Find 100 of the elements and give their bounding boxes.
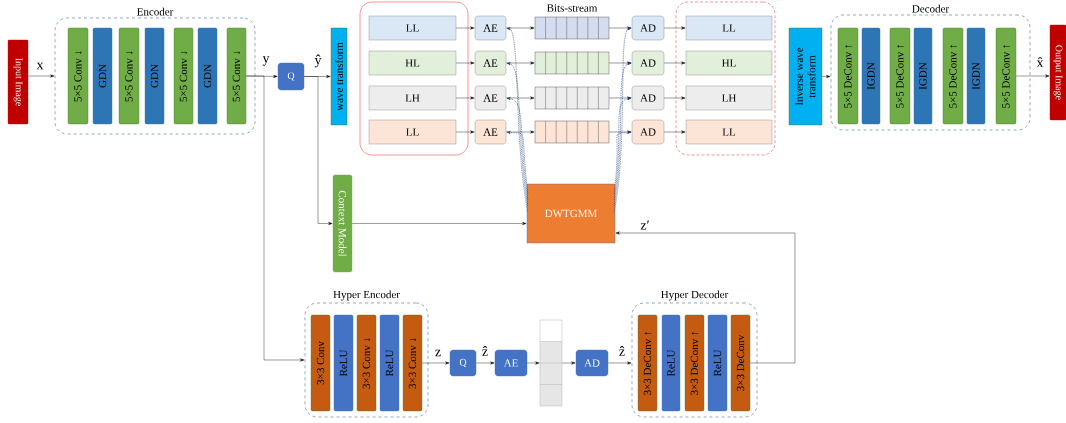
subband-box: LH	[368, 85, 457, 111]
bitstream-bar	[534, 51, 610, 75]
arrow	[1016, 74, 1050, 78]
layer-block: 3×3 Conv	[310, 314, 331, 412]
arrow	[664, 61, 686, 65]
subband-box: LL	[368, 119, 457, 145]
edge-label: ŷ	[313, 53, 323, 69]
image-block: Input Image	[7, 39, 29, 125]
arrow	[609, 61, 632, 65]
model-block: DWTGMM	[526, 183, 616, 244]
arrow	[613, 131, 632, 195]
layer-block: GDN	[197, 27, 218, 125]
layer-block: 5×5 DeConv ↑	[889, 27, 911, 125]
layer-block: IGDN	[966, 27, 986, 125]
arrow	[506, 130, 535, 134]
layer-block: 3×3 DeConv ↑	[684, 314, 705, 412]
image-block: Output Image	[1049, 24, 1066, 121]
transform-block: Inverse wave transform	[788, 27, 823, 126]
arrow	[456, 130, 475, 134]
subband-box: LH	[685, 85, 773, 111]
arrow	[506, 27, 529, 213]
layer-block: 5×5 Conv ↓	[173, 27, 194, 125]
arrow	[527, 361, 540, 365]
arrow	[613, 27, 632, 213]
process-box: Q	[277, 62, 305, 91]
arrow	[608, 361, 632, 365]
arrow	[506, 26, 535, 30]
layer-block: 5×5 Conv ↓	[67, 27, 89, 125]
arrow	[246, 75, 305, 362]
coder-box: AE	[474, 15, 507, 41]
subband-box: LL	[368, 15, 457, 41]
process-box: AE	[494, 349, 528, 377]
layer-block: 5×5 DeConv ↑	[995, 27, 1017, 125]
layer-block: ReLU	[661, 314, 681, 412]
edge-label: z′	[639, 219, 651, 231]
coder-box: AD	[631, 119, 665, 145]
layer-block: ReLU	[333, 314, 354, 412]
model-block: Context Model	[332, 174, 353, 273]
bitstream-bar	[534, 120, 610, 144]
edge-label: x̂	[1035, 56, 1045, 68]
arrow	[613, 97, 632, 201]
arrow	[506, 131, 529, 195]
layer-block: IGDN	[861, 27, 881, 125]
node-label: Hyper Decoder	[661, 290, 729, 301]
subband-box: HL	[368, 50, 457, 76]
coder-box: AE	[474, 50, 507, 76]
node-label: Encoder	[137, 7, 174, 16]
subband-box: HL	[685, 50, 773, 76]
edge-label: ẑ	[617, 345, 627, 357]
layer-block: 3×3 DeConv ↑	[637, 314, 658, 412]
arrow	[664, 130, 686, 134]
layer-block: 3×3 DeConv	[730, 314, 751, 412]
group-frame	[359, 1, 469, 156]
coder-box: AD	[631, 50, 665, 76]
arrow	[506, 61, 535, 65]
arrow	[562, 361, 576, 365]
process-box: AD	[575, 349, 609, 377]
arrow	[352, 222, 527, 225]
arrow	[304, 76, 333, 225]
arrow	[609, 26, 632, 30]
edge-label: x	[35, 61, 45, 71]
subband-box: LL	[685, 15, 773, 41]
arrow	[609, 130, 632, 134]
process-box: Q	[449, 349, 477, 377]
layer-block: 5×5 Conv ↓	[118, 27, 140, 125]
layer-block: ReLU	[707, 314, 728, 412]
layer-block: 3×3 Conv ↓	[402, 314, 423, 412]
arrow	[506, 62, 529, 207]
arrow	[664, 96, 686, 100]
layer-block: ReLU	[379, 314, 400, 412]
arrow	[613, 62, 632, 207]
group-frame	[675, 1, 776, 156]
coder-box: AE	[474, 119, 507, 145]
bitstream-bar	[534, 16, 610, 40]
arrow	[456, 26, 475, 30]
coder-box: AE	[474, 85, 507, 111]
layer-block: GDN	[144, 27, 165, 125]
arrow	[456, 61, 475, 65]
arrow	[28, 74, 55, 78]
layer-block: IGDN	[913, 27, 933, 125]
transform-block: wave transform	[330, 27, 348, 126]
coder-box: AD	[631, 15, 665, 41]
arrow	[664, 26, 686, 30]
layer-block: 5×5 Conv ↓	[226, 27, 247, 125]
bitstream-bar	[534, 86, 610, 110]
arrow	[476, 361, 495, 365]
layer-block: 5×5 DeConv ↑	[837, 27, 859, 125]
subband-box: LL	[685, 119, 773, 145]
coder-box: AD	[631, 85, 665, 111]
arrow	[822, 75, 831, 78]
node-label: Decoder	[912, 4, 950, 13]
arrow	[456, 96, 475, 100]
edge-label: y	[261, 55, 271, 67]
edge-label: ẑ	[480, 345, 490, 357]
edge-label: z	[433, 348, 443, 358]
node-label: Hyper Encoder	[333, 290, 400, 301]
arrow	[506, 97, 529, 201]
layer-block: GDN	[92, 27, 113, 125]
arrow	[615, 231, 796, 364]
bitstream-bar	[539, 319, 563, 407]
